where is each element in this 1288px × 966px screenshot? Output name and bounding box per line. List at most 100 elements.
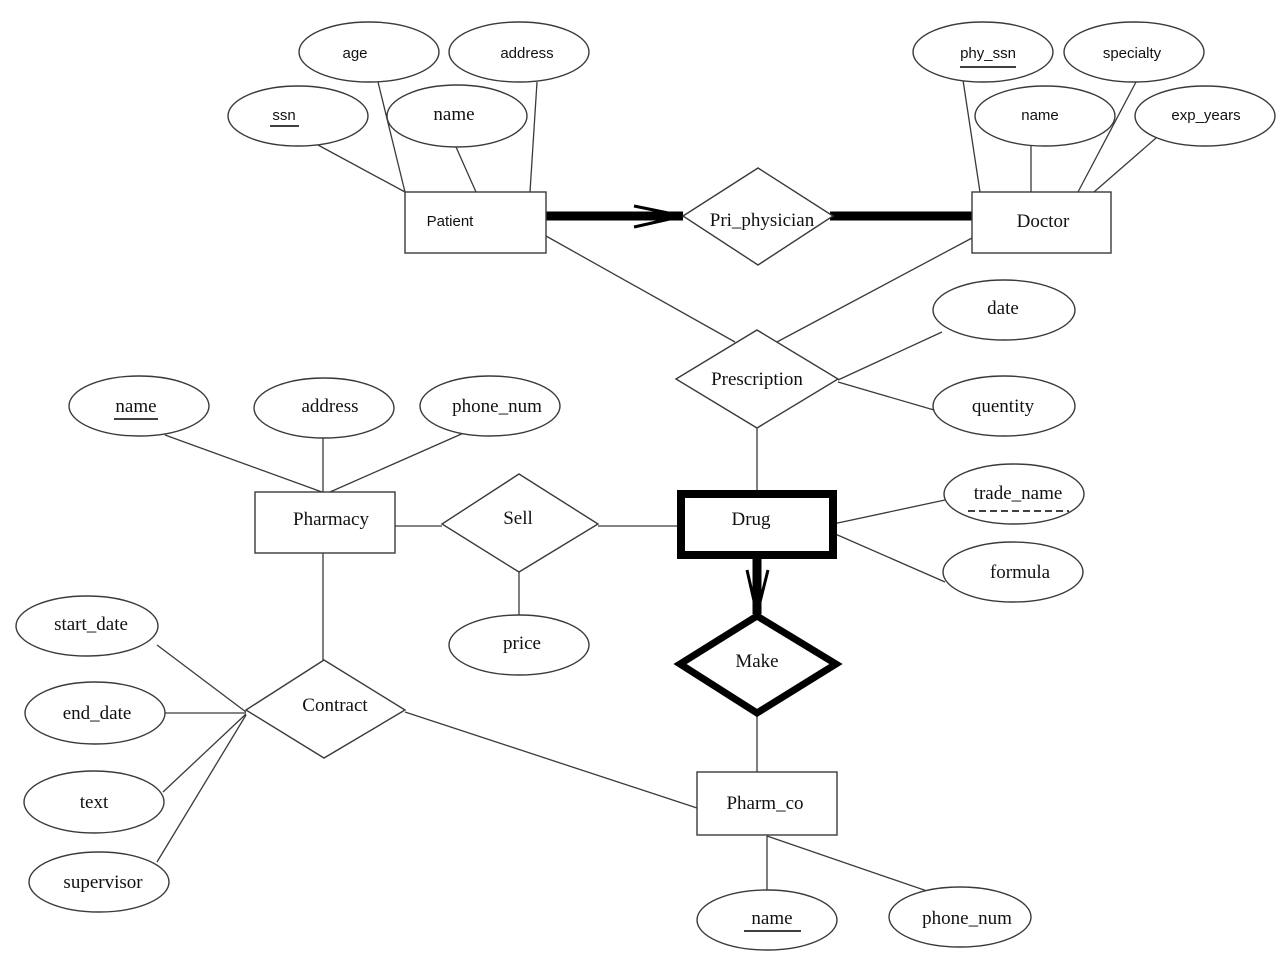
- entity-pharmacy-box: [254, 491, 396, 554]
- attribute-drug-tradename[interactable]: trade_name: [943, 463, 1085, 525]
- entity-patient-label: Patient: [427, 213, 475, 230]
- entity-drug-box: [677, 490, 837, 559]
- attribute-pharmacy-phone[interactable]: phone_num: [419, 375, 561, 437]
- entity-pharmacy-label: Pharmacy: [293, 509, 369, 530]
- attribute-contract-text[interactable]: text: [23, 770, 165, 834]
- entity-patient[interactable]: Patient: [404, 191, 547, 254]
- entity-doctor-box: [971, 191, 1112, 254]
- attribute-doctor-name-label: name: [1021, 107, 1059, 124]
- attribute-drug-tradename-ellipse: [943, 463, 1085, 525]
- relationship-prescription-diamond: [674, 329, 840, 429]
- attribute-drug-formula[interactable]: formula: [942, 541, 1084, 603]
- attribute-patient-ssn-label: ssn: [272, 107, 295, 124]
- attribute-contract-enddate[interactable]: end_date: [24, 681, 166, 745]
- attribute-pharmacy-name[interactable]: name: [68, 375, 210, 437]
- attribute-drug-tradename-label: trade_name: [974, 483, 1063, 504]
- attribute-patient-name[interactable]: name: [386, 84, 528, 148]
- attribute-pharmacy-name-label: name: [115, 396, 156, 417]
- total-participation-lines: [546, 204, 972, 615]
- line-drug-formula: [832, 532, 946, 583]
- attribute-doctor-specialty-ellipse: [1063, 21, 1205, 83]
- attribute-contract-enddate-ellipse: [24, 681, 166, 745]
- attribute-contract-supervisor[interactable]: supervisor: [28, 851, 170, 913]
- line-drug-tradename: [832, 499, 946, 525]
- line-doctor-expyears: [1093, 137, 1157, 193]
- attribute-contract-supervisor-label: supervisor: [63, 872, 143, 893]
- line-contract-text: [162, 713, 247, 793]
- attribute-drug-formula-label: formula: [990, 562, 1051, 583]
- line-prescription-date: [837, 331, 943, 381]
- attribute-patient-ssn-ellipse: [227, 85, 369, 147]
- entity-patient-box: [404, 191, 547, 254]
- attribute-doctor-name[interactable]: name: [974, 85, 1116, 147]
- attribute-drug-formula-ellipse: [942, 541, 1084, 603]
- attribute-patient-age[interactable]: age: [298, 21, 440, 83]
- attribute-pharmacy-address-ellipse: [253, 377, 395, 439]
- entity-pharmco-box: [696, 771, 838, 836]
- line-pharmacy-phone: [329, 431, 467, 493]
- attribute-doctor-expyears-label: exp_years: [1171, 107, 1240, 124]
- attribute-contract-startdate-ellipse: [15, 595, 159, 657]
- attribute-pharmacy-address[interactable]: address: [253, 377, 395, 439]
- attribute-contract-text-label: text: [80, 792, 109, 813]
- attribute-patient-age-label: age: [342, 45, 367, 62]
- relationship-prescription-label: Prescription: [711, 369, 803, 390]
- entity-pharmco[interactable]: Pharm_co: [696, 771, 838, 836]
- line-contract-supervisor: [156, 714, 247, 863]
- attribute-doctor-expyears[interactable]: exp_years: [1134, 85, 1276, 147]
- relationship-prescription[interactable]: Prescription: [674, 329, 840, 429]
- attribute-contract-startdate[interactable]: start_date: [15, 595, 159, 657]
- attribute-pharmacy-name-ellipse: [68, 375, 210, 437]
- line-doctor-specialty: [1077, 81, 1137, 193]
- attribute-patient-name-label: name: [433, 104, 474, 125]
- attribute-doctor-physsn[interactable]: phy_ssn: [912, 21, 1054, 83]
- attribute-patient-ssn[interactable]: ssn: [227, 85, 369, 147]
- entity-drug-label: Drug: [731, 509, 771, 530]
- line-pharmco-phone: [766, 835, 931, 893]
- attribute-sell-price-label: price: [503, 633, 541, 654]
- attribute-doctor-name-ellipse: [974, 85, 1116, 147]
- line-doctor-prescription: [774, 237, 973, 344]
- line-patient-prescription: [545, 235, 736, 343]
- relationship-sell-label: Sell: [503, 508, 533, 529]
- line-patient-name: [455, 146, 477, 193]
- attribute-doctor-physsn-label: phy_ssn: [960, 45, 1016, 62]
- relationship-make-label: Make: [735, 651, 778, 672]
- relationship-sell[interactable]: Sell: [440, 473, 600, 573]
- line-contract-startdate: [156, 644, 247, 713]
- attribute-pharmacy-phone-label: phone_num: [452, 396, 542, 417]
- attribute-pharmco-name[interactable]: name: [696, 889, 838, 951]
- attribute-contract-startdate-label: start_date: [54, 614, 128, 635]
- line-patient-address: [529, 81, 538, 193]
- attribute-pharmco-phone[interactable]: phone_num: [888, 886, 1032, 948]
- relationship-contract-diamond: [244, 659, 407, 759]
- attribute-sell-price[interactable]: price: [448, 614, 590, 676]
- attribute-contract-supervisor-ellipse: [28, 851, 170, 913]
- attribute-prescription-quantity[interactable]: quentity: [932, 375, 1076, 437]
- attribute-prescription-date[interactable]: date: [932, 279, 1076, 341]
- line-prescription-quantity: [837, 381, 935, 411]
- attribute-patient-name-ellipse: [386, 84, 528, 148]
- attribute-prescription-quantity-ellipse: [932, 375, 1076, 437]
- relationship-pri-physician-label: Pri_physician: [710, 210, 815, 231]
- attribute-doctor-specialty-label: specialty: [1103, 45, 1162, 62]
- attribute-prescription-date-ellipse: [932, 279, 1076, 341]
- relationship-pri-physician[interactable]: Pri_physician: [681, 167, 835, 266]
- relationship-contract[interactable]: Contract: [244, 659, 407, 759]
- attribute-pharmco-name-label: name: [751, 908, 792, 929]
- entity-drug[interactable]: Drug: [677, 490, 837, 559]
- entity-pharmacy[interactable]: Pharmacy: [254, 491, 396, 554]
- entity-doctor-label: Doctor: [1017, 211, 1070, 232]
- attribute-patient-address-label: address: [500, 45, 553, 62]
- attribute-patient-address[interactable]: address: [448, 21, 590, 83]
- attribute-doctor-physsn-ellipse: [912, 21, 1054, 83]
- attribute-pharmco-phone-ellipse: [888, 886, 1032, 948]
- line-contract-pharmco: [404, 711, 698, 809]
- relationship-make[interactable]: Make: [673, 611, 843, 718]
- connector-lines: [156, 79, 1157, 893]
- relationship-pri-physician-diamond: [681, 167, 835, 266]
- attribute-doctor-specialty[interactable]: specialty: [1063, 21, 1205, 83]
- entity-doctor[interactable]: Doctor: [971, 191, 1112, 254]
- line-pharmacy-name: [164, 434, 323, 493]
